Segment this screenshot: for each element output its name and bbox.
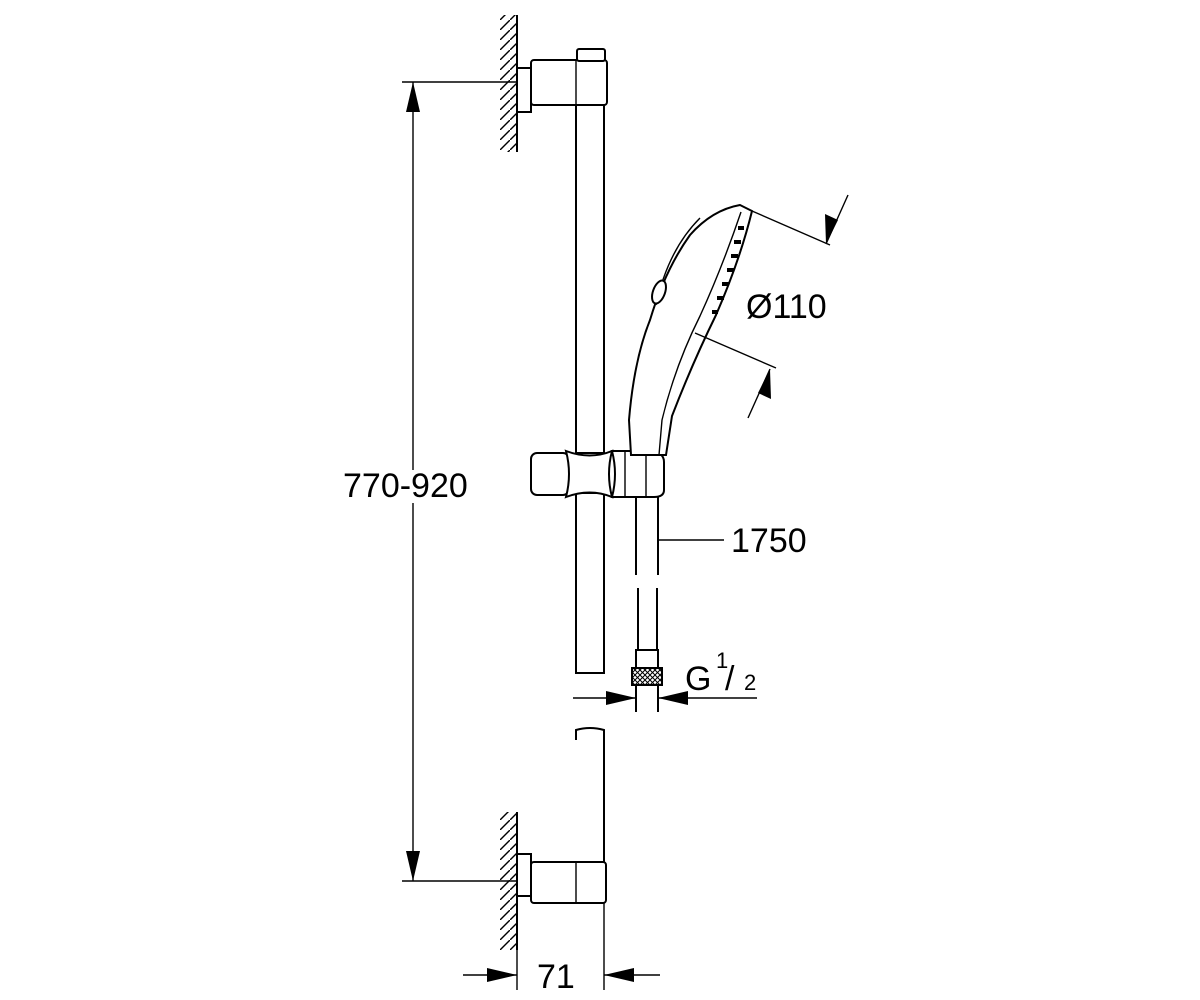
- hand-shower: [627, 203, 754, 456]
- head-diameter-label: Ø110: [746, 288, 827, 326]
- hose-nut: [631, 667, 663, 686]
- top-wall-bracket: [516, 48, 608, 113]
- svg-text:G: G: [685, 660, 711, 698]
- wall-offset-label: 71: [537, 958, 575, 996]
- thread-label: G 1 / 2: [685, 648, 756, 698]
- svg-text:1: 1: [716, 648, 728, 673]
- thread-dimension: [573, 691, 757, 705]
- sliding-holder: [530, 449, 665, 499]
- head-diameter-dimension: [694, 194, 849, 419]
- height-range-label: 770-920: [343, 467, 468, 505]
- svg-text:/: /: [725, 660, 735, 698]
- bottom-wall-bracket: [516, 853, 607, 904]
- svg-text:2: 2: [744, 670, 756, 695]
- wall-offset-dimension: [463, 903, 660, 990]
- spray-nozzles: [712, 226, 744, 314]
- height-dimension: [402, 81, 517, 882]
- shower-hose: [631, 497, 663, 712]
- hose-length-label: 1750: [731, 522, 807, 560]
- upper-wall: [500, 15, 518, 152]
